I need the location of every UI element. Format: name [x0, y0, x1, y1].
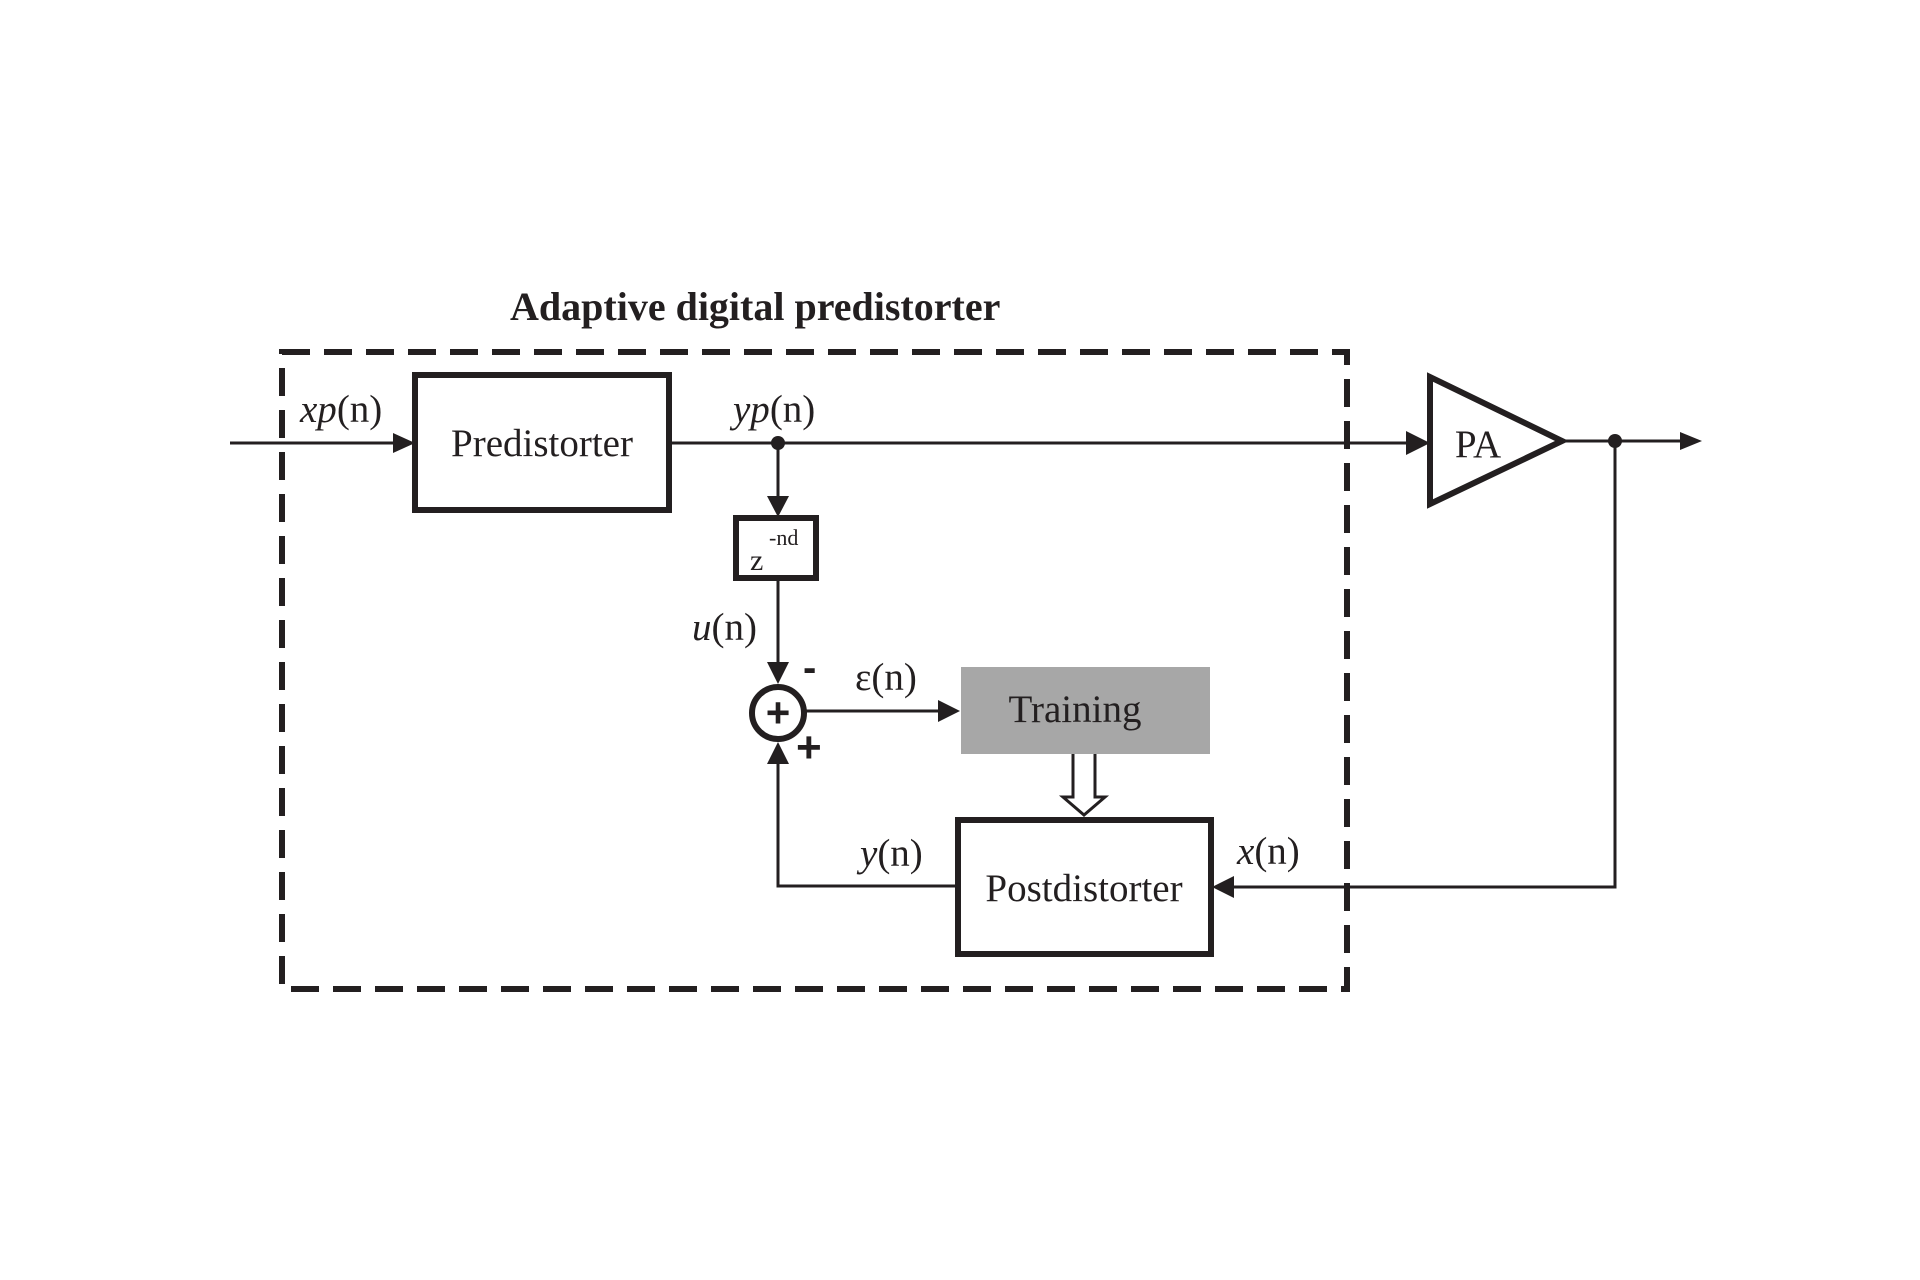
- delay-exponent: -nd: [769, 525, 798, 550]
- signal-label-epsilon: ε(n): [855, 656, 917, 699]
- training-input-arrowhead: [938, 700, 960, 722]
- power-amplifier: [1427, 372, 1569, 509]
- output-arrowhead: [1680, 432, 1702, 450]
- postdistorter-block: [955, 817, 1214, 957]
- postdistorter-input-arrowhead: [1212, 876, 1234, 898]
- summer-minus-sign: -: [803, 646, 816, 690]
- delay-label: z: [750, 544, 763, 577]
- pa-label: PA: [1455, 423, 1501, 466]
- diagram-title: Adaptive digital predistorter: [510, 284, 1000, 329]
- input-arrowhead: [393, 433, 415, 453]
- pa-input-arrowhead: [1406, 431, 1430, 455]
- summer-minus-arrowhead: [767, 662, 789, 684]
- summer-plus-sign: +: [796, 723, 822, 772]
- training-label: Training: [1009, 688, 1142, 731]
- delay-input-arrowhead: [767, 496, 789, 517]
- summer-symbol: +: [766, 689, 791, 736]
- x-feedback-line: [1232, 441, 1617, 889]
- signal-label-x: x(n): [1236, 830, 1300, 873]
- predistorter-label: Predistorter: [451, 422, 633, 465]
- adaptive-predistorter-boundary: [279, 349, 1350, 992]
- signal-label-y: y(n): [856, 832, 923, 875]
- signal-label-u: u(n): [692, 606, 757, 649]
- summing-junction: [749, 684, 807, 742]
- summer-plus-arrowhead: [767, 742, 789, 764]
- delay-block: [733, 515, 819, 581]
- signal-label-yp: yp(n): [729, 388, 815, 431]
- signal-label-xp: xp(n): [299, 388, 382, 431]
- y-feedback-line: [776, 760, 958, 888]
- postdistorter-label: Postdistorter: [985, 867, 1182, 910]
- adaptation-arrow: [1058, 754, 1110, 817]
- training-block: [961, 667, 1210, 754]
